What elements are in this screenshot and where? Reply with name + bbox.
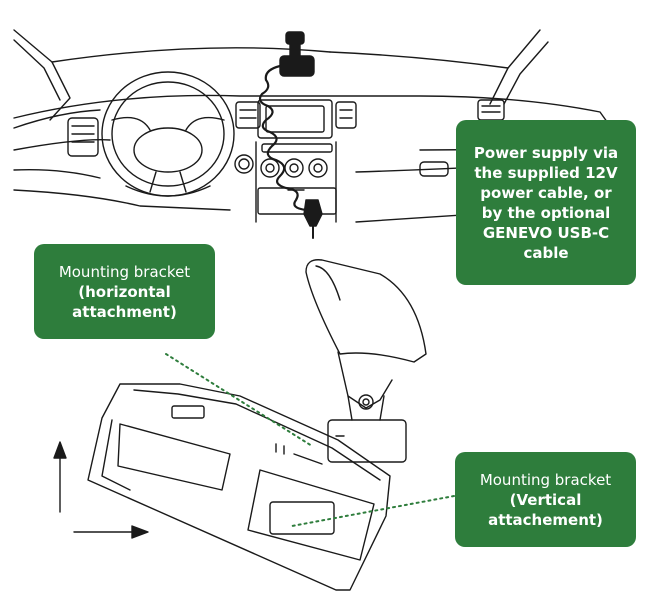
horizontal-bracket-detail-2: attachment) — [72, 302, 177, 321]
power-supply-line-1: Power supply via — [473, 143, 619, 162]
power-supply-line-4: by the optional — [481, 203, 611, 222]
leader-line-horizontal — [165, 353, 313, 447]
suction-mount-icon — [305, 259, 427, 463]
power-supply-callout: Power supply via the supplied 12V power … — [456, 120, 636, 285]
vertical-bracket-callout: Mounting bracket (Vertical attachement) — [455, 452, 636, 547]
center-console — [255, 99, 337, 223]
windshield-frame — [13, 29, 549, 121]
vertical-bracket-detail-2: attachement) — [488, 510, 603, 529]
dash-camera-icon — [258, 31, 323, 239]
power-supply-line-3: power cable, or — [480, 183, 612, 202]
dash-camera-body — [87, 383, 391, 591]
horizontal-bracket-detail-1: (horizontal — [78, 282, 171, 301]
vertical-bracket-detail-1: (Vertical — [509, 490, 582, 509]
power-supply-line-6: cable — [523, 243, 569, 262]
steering-wheel-icon — [101, 71, 254, 197]
power-supply-line-2: the supplied 12V — [474, 163, 618, 182]
vertical-bracket-title: Mounting bracket — [479, 470, 612, 489]
power-supply-line-5: GENEVO USB-C — [482, 223, 610, 242]
arrow-up-icon — [53, 441, 67, 513]
leader-line-vertical — [291, 495, 455, 527]
horizontal-bracket-title: Mounting bracket — [58, 262, 191, 281]
arrow-right-icon — [73, 525, 149, 539]
horizontal-bracket-callout: Mounting bracket (horizontal attachment) — [34, 244, 215, 339]
